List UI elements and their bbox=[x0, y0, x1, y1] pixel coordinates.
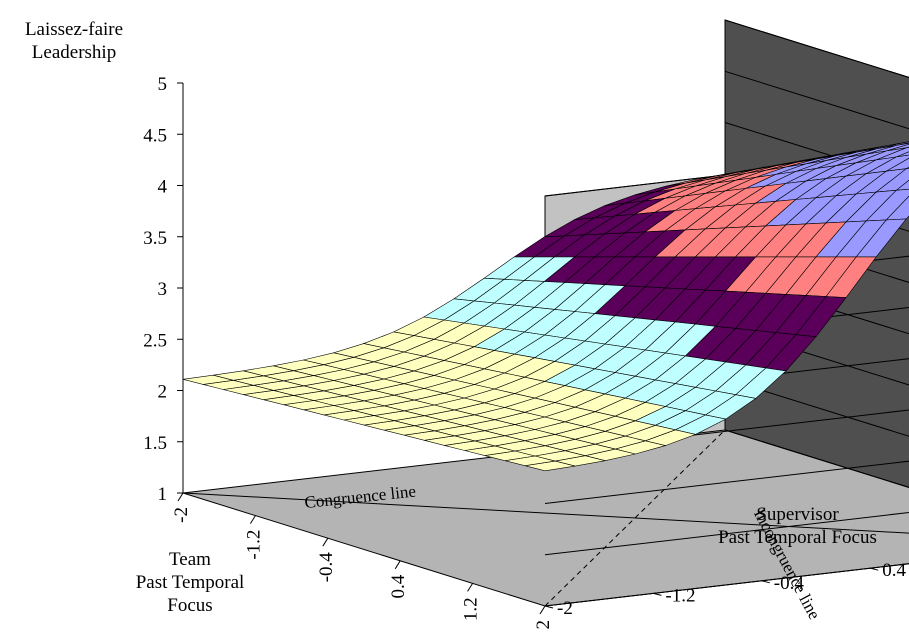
z-tick-label: 5 bbox=[158, 74, 168, 95]
gridline bbox=[544, 378, 909, 556]
team-tick bbox=[177, 492, 184, 502]
team-tick bbox=[322, 537, 329, 547]
supervisor-axis-title-line: Past Temporal Focus bbox=[718, 527, 877, 548]
team-axis-title: Team Past Temporal Focus bbox=[120, 548, 260, 617]
supervisor-tick-label: -2 bbox=[557, 598, 573, 619]
team-axis-title-line: Team bbox=[169, 549, 211, 570]
supervisor-tick bbox=[761, 580, 770, 584]
team-axis-title-line: Past Temporal bbox=[135, 572, 245, 593]
z-tick-label: 1 bbox=[158, 484, 168, 505]
supervisor-tick bbox=[544, 605, 554, 609]
team-tick-label: -0.4 bbox=[316, 552, 337, 583]
supervisor-tick bbox=[870, 567, 879, 571]
gridline bbox=[544, 327, 909, 504]
z-axis-title: Laissez-faire Leadership bbox=[4, 18, 144, 64]
team-tick bbox=[249, 515, 256, 524]
z-tick-label: 4.5 bbox=[143, 125, 167, 146]
team-tick bbox=[394, 560, 401, 570]
supervisor-tick-label: -0.4 bbox=[774, 573, 805, 594]
team-tick-label: 1.2 bbox=[461, 597, 482, 621]
team-tick-label: -2 bbox=[171, 507, 192, 523]
z-tick-label: 1.5 bbox=[143, 433, 167, 454]
supervisor-tick-label: 0.4 bbox=[882, 560, 906, 581]
surface-cell bbox=[182, 374, 234, 385]
supervisor-axis-title-line: Supervisor bbox=[756, 504, 839, 525]
team-tick bbox=[539, 605, 546, 615]
z-tick-label: 2 bbox=[158, 382, 168, 403]
z-axis-title-line: Laissez-faire bbox=[24, 19, 124, 40]
congruence-line bbox=[182, 492, 909, 534]
gridline bbox=[544, 275, 909, 453]
incongruence-line bbox=[544, 429, 726, 607]
supervisor-tick bbox=[653, 592, 662, 596]
z-tick-label: 2.5 bbox=[143, 330, 167, 351]
z-tick-label: 3.5 bbox=[143, 228, 167, 249]
team-tick-label: 0.4 bbox=[388, 574, 409, 598]
z-tick-label: 3 bbox=[158, 279, 168, 300]
gridline bbox=[544, 429, 909, 607]
surface-mesh bbox=[182, 141, 909, 472]
supervisor-axis-title: Supervisor Past Temporal Focus bbox=[690, 503, 905, 549]
z-tick-label: 4 bbox=[158, 177, 168, 198]
team-tick bbox=[467, 583, 474, 592]
z-axis-title-line: Leadership bbox=[31, 42, 117, 63]
team-tick-label: -1.2 bbox=[243, 530, 264, 560]
supervisor-tick-label: -1.2 bbox=[665, 585, 695, 606]
team-axis-title-line: Focus bbox=[167, 595, 213, 616]
team-tick-label: 2 bbox=[533, 620, 554, 629]
